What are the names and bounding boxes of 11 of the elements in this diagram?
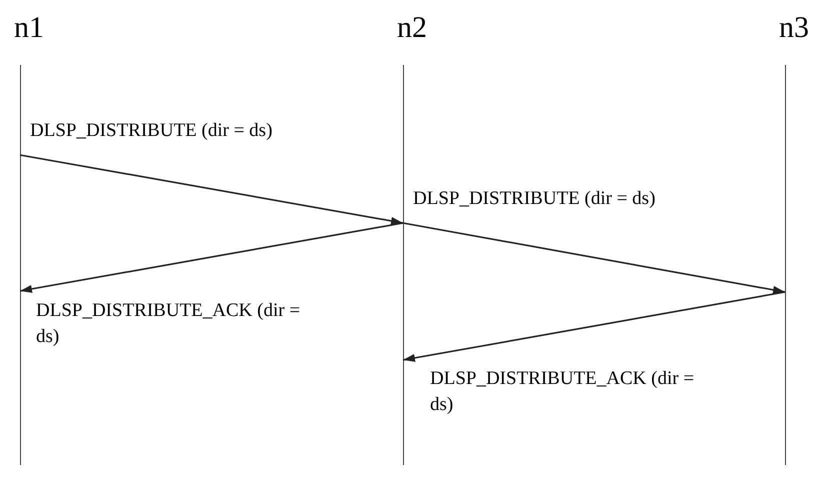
edge-label: DLSP_DISTRIBUTE (dir = ds) <box>30 119 272 143</box>
edge-label: DLSP_DISTRIBUTE (dir = ds) <box>413 187 656 211</box>
message-arrow <box>20 222 404 293</box>
edge-label: DLSP_DISTRIBUTE_ACK (dir = ds) <box>36 299 302 349</box>
lifeline-label: n1 <box>14 10 45 46</box>
message-arrow <box>402 222 786 294</box>
lifeline-label: n3 <box>779 10 810 46</box>
lifeline-label: n2 <box>397 10 428 46</box>
message-arrow <box>20 154 404 225</box>
message-arrow <box>402 291 786 362</box>
edge-label: DLSP_DISTRIBUTE_ACK (dir = ds) <box>430 367 696 417</box>
